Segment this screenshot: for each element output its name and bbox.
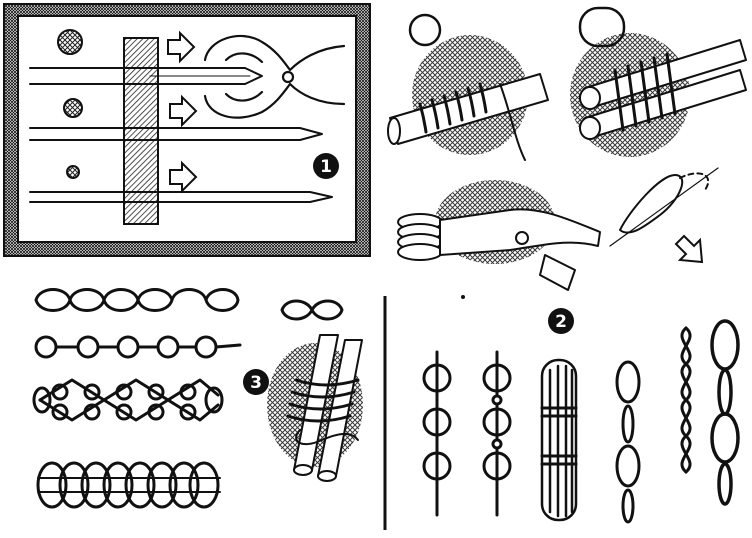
panel-chain-weaves: 3 [32, 288, 363, 509]
rod-bundle [286, 334, 363, 482]
chain-twisted-rope [680, 326, 692, 474]
ring-icon [408, 13, 442, 47]
panel-coil-winding [387, 6, 747, 291]
chain-ring-row [34, 335, 242, 359]
svg-text:2: 2 [555, 312, 567, 332]
badge-3: 3 [243, 369, 269, 395]
link-figure-eight [280, 299, 344, 321]
panel-wire-drawing: 1 [3, 3, 371, 257]
chain-mesh [36, 461, 221, 509]
hole-small [66, 165, 80, 179]
hole-medium [63, 98, 83, 118]
svg-text:3: 3 [250, 373, 262, 393]
chain-oval-links [615, 360, 641, 524]
arrow-right-icon [169, 160, 198, 194]
draw-plate [123, 37, 159, 225]
badge-2: 2 [548, 308, 574, 334]
arrow-right-icon [167, 30, 196, 64]
pliers-icon [203, 34, 346, 119]
chain-ring-bar-2 [482, 350, 512, 517]
chain-lattice [32, 378, 224, 422]
chain-multistrand [540, 358, 578, 522]
panel-chain-types: 2 [422, 308, 740, 524]
wire-medium [29, 127, 323, 141]
hole-large [57, 29, 83, 55]
wire-thin [29, 191, 333, 203]
ring-icon [578, 6, 626, 48]
badge-1: 1 [313, 153, 339, 179]
chain-ring-bar [422, 350, 452, 517]
arrow-right-icon [169, 94, 198, 128]
wire-thick [29, 67, 263, 85]
chain-figure-eight [34, 288, 240, 312]
chain-large-links [710, 319, 740, 506]
svg-text:1: 1 [320, 157, 332, 177]
arrow-down-icon [674, 234, 704, 264]
